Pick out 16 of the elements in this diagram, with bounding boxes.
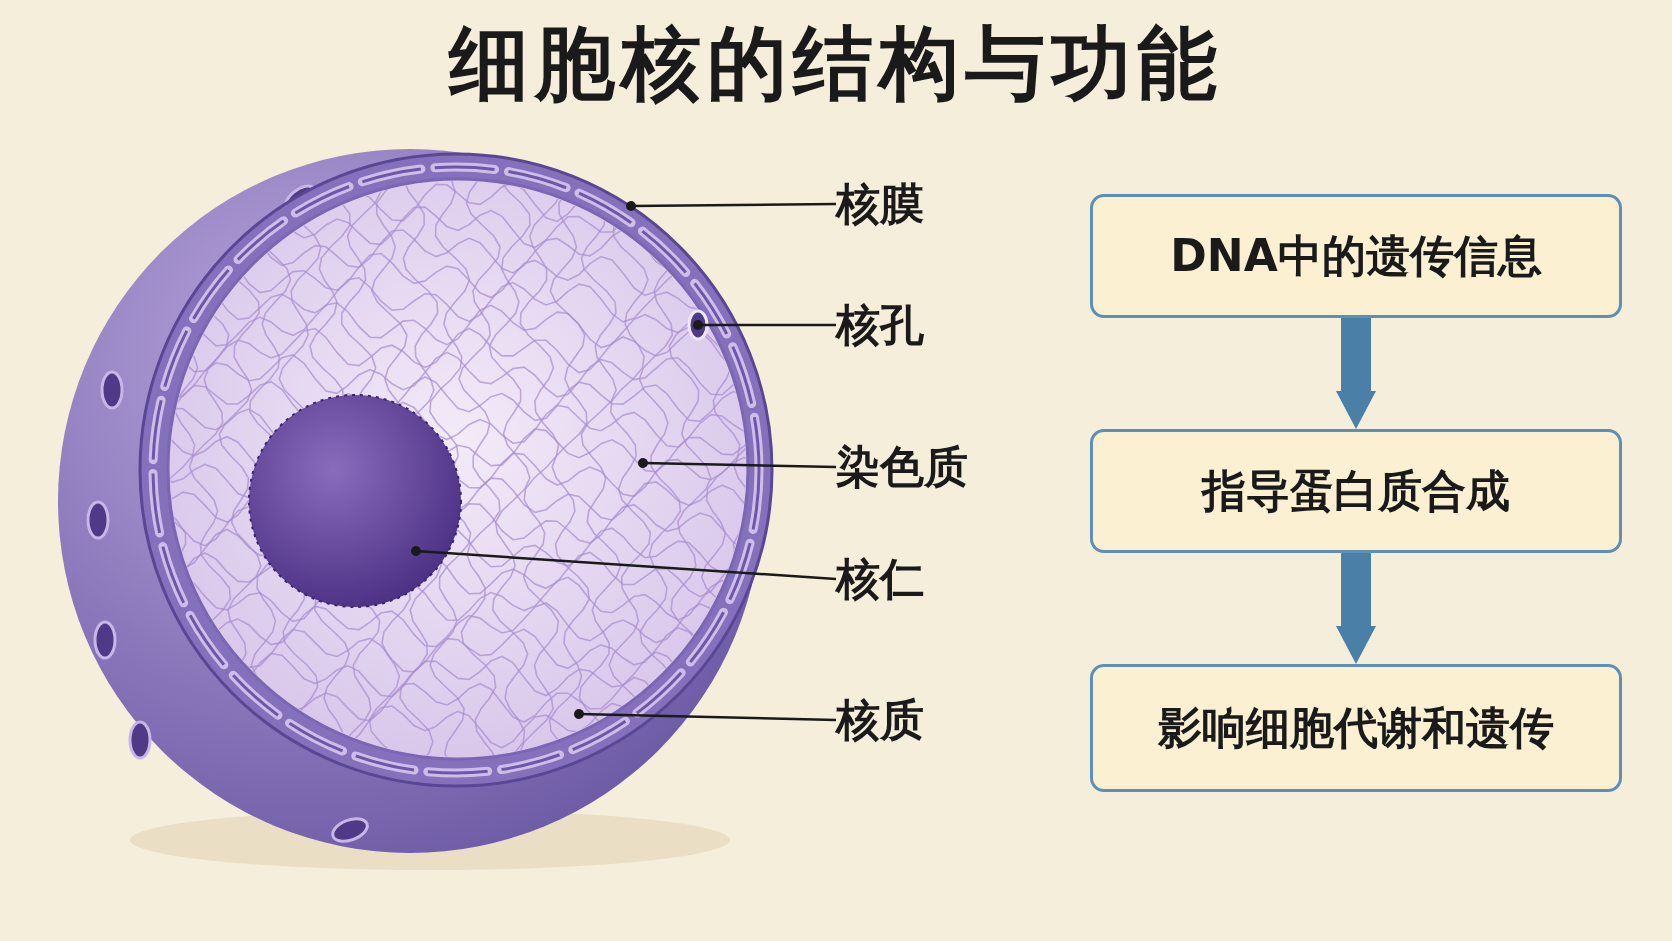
process-box: 影响细胞代谢和遗传	[1090, 664, 1622, 792]
part-label: 核膜	[836, 176, 966, 232]
part-label: 染色质	[836, 439, 1006, 495]
leader-line	[626, 201, 836, 211]
leader-line	[693, 320, 836, 330]
part-label: 核仁	[836, 551, 966, 607]
leader-line	[638, 458, 837, 469]
process-box: 指导蛋白质合成	[1090, 429, 1622, 553]
leader-line	[574, 709, 837, 722]
part-label: 核孔	[836, 297, 966, 353]
part-label: 核质	[836, 692, 966, 748]
arrow	[1336, 553, 1376, 664]
process-box: DNA中的遗传信息	[1090, 194, 1622, 318]
arrow	[1336, 318, 1376, 429]
title: 细胞核的结构与功能	[449, 24, 1223, 104]
leader-line	[411, 546, 837, 581]
